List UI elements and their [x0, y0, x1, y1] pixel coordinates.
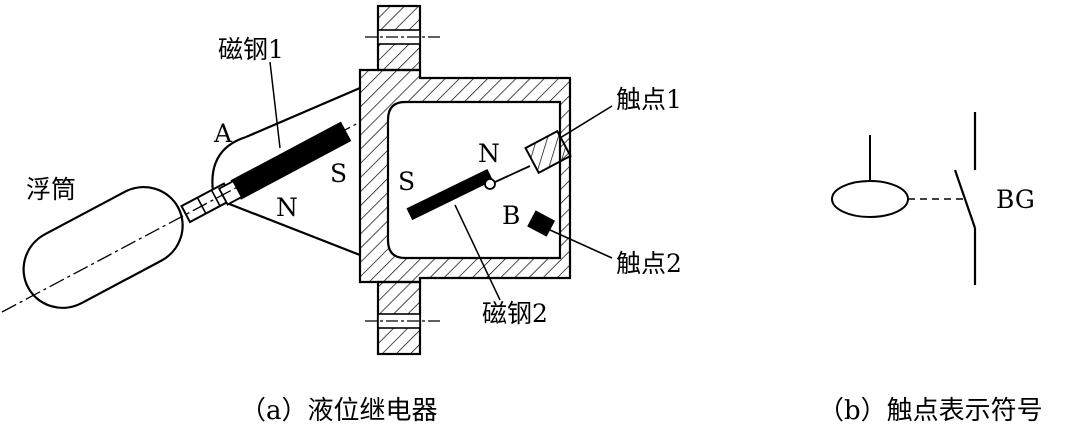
float-label: 浮筒 — [26, 175, 77, 204]
contact-2 — [527, 210, 613, 259]
float-centerline — [1, 121, 361, 313]
contact-1-label: 触点1 — [616, 85, 682, 114]
contact-2-label: 触点2 — [616, 249, 682, 278]
b-point-label: B — [502, 201, 521, 230]
caption-b: （b）触点表示符号 — [818, 396, 1043, 426]
magnet-1-leader — [269, 61, 281, 149]
caption-a: （a）液位继电器 — [240, 396, 438, 426]
contact-symbol — [831, 112, 977, 285]
float-cylinder — [22, 182, 234, 309]
n-pole-outer-label: N — [276, 193, 298, 222]
relay-body — [358, 4, 572, 356]
point-a-label: A — [214, 119, 233, 148]
bg-label: BG — [996, 185, 1035, 214]
magnet-2 — [406, 165, 531, 301]
magnet-2-label: 磁钢2 — [482, 299, 548, 328]
s-pole-outer-label: S — [330, 159, 348, 188]
magnet-1-label: 磁钢1 — [218, 35, 284, 64]
s-pole-inner-label: S — [398, 167, 416, 196]
n-pole-inner-label: N — [478, 139, 500, 168]
magnet-1 — [217, 121, 352, 206]
contact-1 — [524, 105, 613, 175]
